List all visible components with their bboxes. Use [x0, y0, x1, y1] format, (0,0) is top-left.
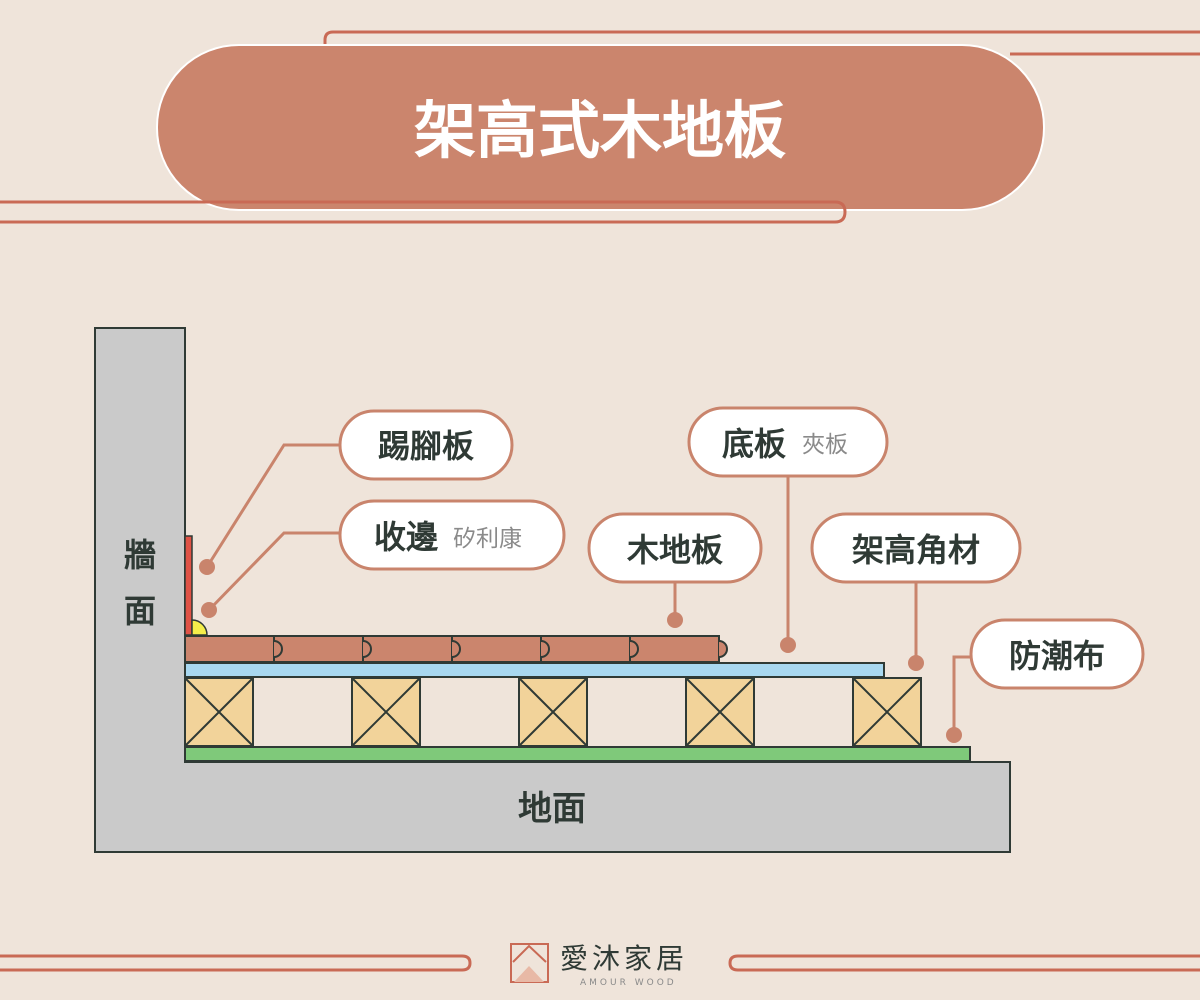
decor-line-top	[323, 30, 1200, 44]
wood-plank	[451, 635, 542, 663]
brand-subtitle: AMOUR WOOD	[580, 978, 677, 988]
callout-edge-trim-label: 收邊	[374, 518, 438, 556]
callout-baseboard-label: 踢腳板	[378, 427, 474, 465]
joists	[184, 677, 922, 747]
callout-joist-label: 架高角材	[852, 531, 980, 569]
callout-moisture-barrier: 防潮布	[969, 618, 1145, 690]
leader-line-moisture	[952, 655, 971, 735]
footer-line-right	[728, 954, 1200, 972]
joist	[184, 677, 254, 747]
callout-moisture-barrier-label: 防潮布	[1009, 637, 1105, 675]
title-banner	[156, 44, 1045, 211]
footer-line-left	[0, 954, 472, 972]
wood-plank	[629, 635, 720, 663]
callout-edge-trim: 收邊 矽利康	[338, 499, 566, 571]
ground-label: 地面	[518, 789, 586, 829]
wood-floor-planks	[184, 635, 728, 663]
callout-subfloor: 底板 夾板	[687, 406, 889, 478]
leader-dot-baseboard	[199, 559, 215, 575]
wall-label-char-1: 牆面	[124, 536, 156, 630]
moisture-barrier	[184, 746, 971, 762]
callout-edge-trim-sublabel: 矽利康	[453, 526, 522, 552]
baseboard	[184, 535, 193, 636]
wood-plank	[540, 635, 631, 663]
brand-name: 愛沐家居	[560, 942, 688, 975]
callout-subfloor-sublabel: 夾板	[802, 432, 848, 458]
joist	[351, 677, 421, 747]
joist	[852, 677, 922, 747]
subfloor	[184, 662, 885, 678]
decor-line-left	[0, 200, 847, 224]
callout-baseboard: 踢腳板	[338, 409, 514, 481]
silicone-sealant	[191, 619, 208, 636]
leader-dot-wood-floor	[667, 612, 683, 628]
leader-dot-edge-trim	[201, 602, 217, 618]
page-title: 架高式木地板	[414, 94, 786, 167]
leader-line-edge-trim	[207, 531, 340, 612]
joist	[518, 677, 588, 747]
callout-subfloor-label: 底板	[722, 425, 786, 463]
wood-plank	[184, 635, 275, 663]
leader-line-baseboard	[205, 443, 340, 568]
leader-dot-moisture	[946, 727, 962, 743]
wood-plank	[362, 635, 453, 663]
wall-and-ground	[94, 327, 1011, 853]
joist	[685, 677, 755, 747]
callout-joist: 架高角材	[810, 512, 1022, 584]
leader-dot-joist	[908, 655, 924, 671]
leader-dot-subfloor	[780, 637, 796, 653]
wood-plank	[273, 635, 364, 663]
brand-logo	[510, 943, 549, 983]
callout-wood-floor-label: 木地板	[626, 531, 723, 569]
callout-wood-floor: 木地板	[587, 512, 763, 584]
